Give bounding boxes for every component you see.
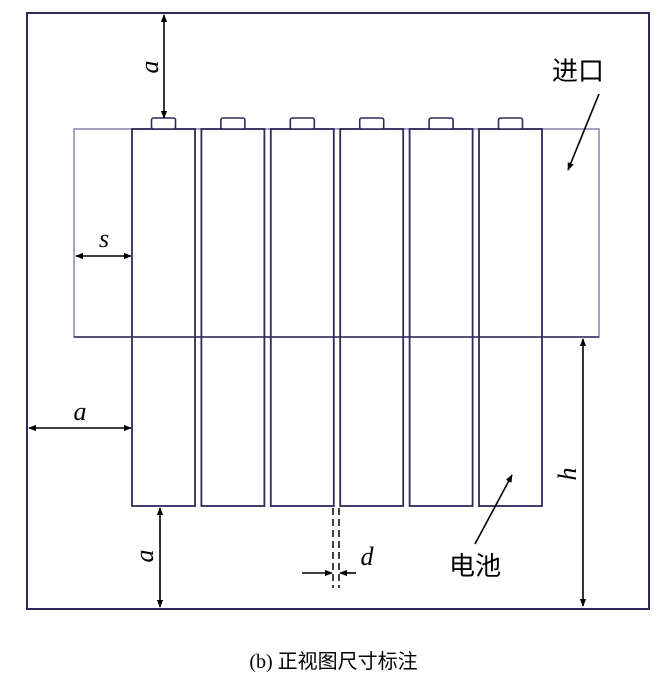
- dim-a-top-label: a: [135, 61, 164, 74]
- battery-terminal: [220, 117, 246, 130]
- battery-terminal: [150, 117, 177, 130]
- battery-terminal: [497, 117, 524, 130]
- dim-h-label: h: [553, 468, 582, 481]
- battery-terminal: [289, 117, 316, 130]
- battery-label: 电池: [449, 552, 501, 582]
- battery-group: [74, 117, 599, 507]
- battery-cell: [131, 128, 196, 507]
- inlet-region: [73, 128, 600, 338]
- outer-domain-box: [26, 12, 650, 610]
- battery-terminal: [358, 117, 385, 130]
- dim-a-bottom-label: a: [130, 550, 159, 563]
- battery-cell: [269, 128, 335, 507]
- battery-cell: [408, 128, 474, 507]
- battery-cell: [200, 128, 266, 507]
- dimension-diagram: a s a a h d 进口 电池: [26, 12, 650, 610]
- battery-pointer-arrow: [474, 474, 513, 545]
- battery-terminal: [428, 117, 454, 130]
- battery-cell: [478, 128, 543, 507]
- dim-s-label: s: [99, 224, 109, 253]
- inlet-label: 进口: [552, 57, 604, 87]
- dim-d-label: d: [361, 542, 375, 571]
- battery-cell: [339, 128, 405, 507]
- inlet-pointer-arrow: [567, 93, 600, 171]
- figure-caption: (b) 正视图尺寸标注: [249, 651, 418, 673]
- dim-a-left-label: a: [74, 397, 87, 426]
